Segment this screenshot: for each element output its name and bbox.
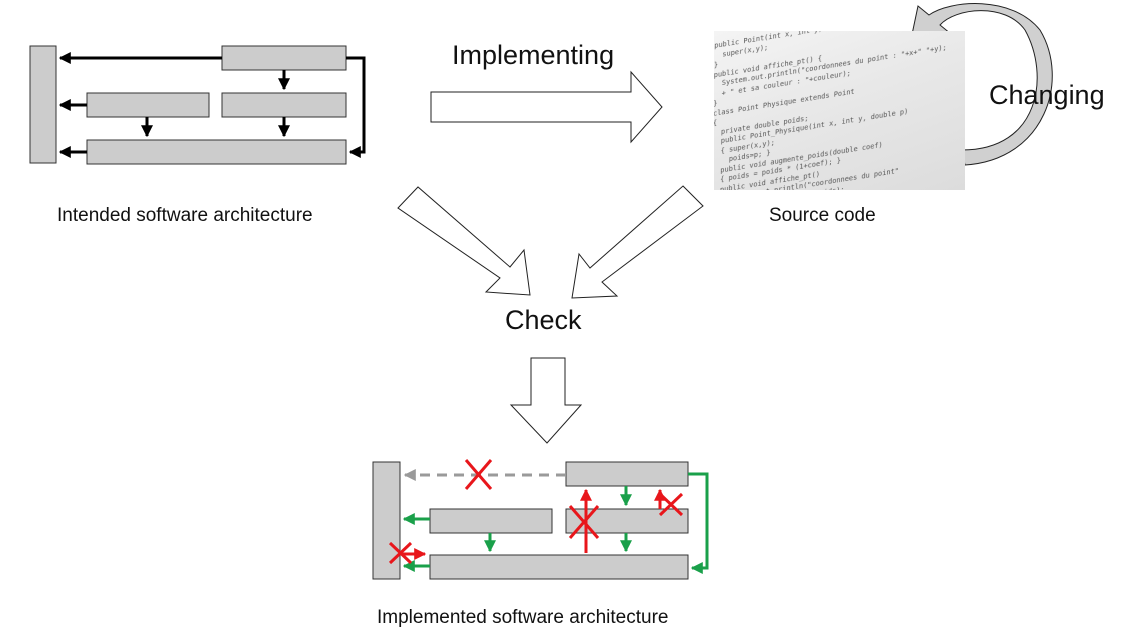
intended-architecture: [29, 45, 366, 165]
intended-mid-left-component: [86, 92, 210, 118]
violation-cross-icon: [464, 459, 493, 490]
changing-cycle-arrow: [909, 3, 1053, 166]
intended-to-check-arrow: [397, 186, 531, 296]
implemented-bottom-component: [429, 554, 689, 580]
violation-cross-icon: [658, 492, 684, 517]
check-to-implemented-arrow: [509, 357, 583, 444]
implemented-top-component: [565, 461, 689, 487]
violation-cross-icon: [568, 505, 600, 539]
implemented-architecture: [372, 459, 709, 580]
implemented-architecture-label: Implemented software architecture: [377, 607, 669, 628]
implemented-left-component: [372, 461, 401, 580]
implementing-label: Implementing: [452, 40, 615, 70]
source-code-image: 20 public Point(int x, int y) {21 super(…: [714, 31, 965, 190]
source-code-text: 20 public Point(int x, int y) {21 super(…: [714, 31, 965, 190]
intended-left-component: [29, 45, 57, 164]
intended-bottom-component: [86, 139, 347, 165]
changing-label: Changing: [989, 80, 1105, 110]
source-code-label: Source code: [769, 205, 876, 226]
conforming-dependency-arrow: [688, 472, 709, 574]
intended-architecture-label: Intended software architecture: [57, 205, 313, 226]
intended-top-component: [221, 45, 347, 71]
check-label: Check: [505, 305, 582, 335]
intended-mid-right-component: [221, 92, 347, 118]
implemented-mid-left-component: [429, 508, 553, 534]
implementing-arrow: [430, 70, 663, 144]
intended-dependency-arrow: [346, 56, 366, 158]
source-to-check-arrow: [571, 185, 704, 299]
violation-cross-icon: [388, 541, 413, 565]
